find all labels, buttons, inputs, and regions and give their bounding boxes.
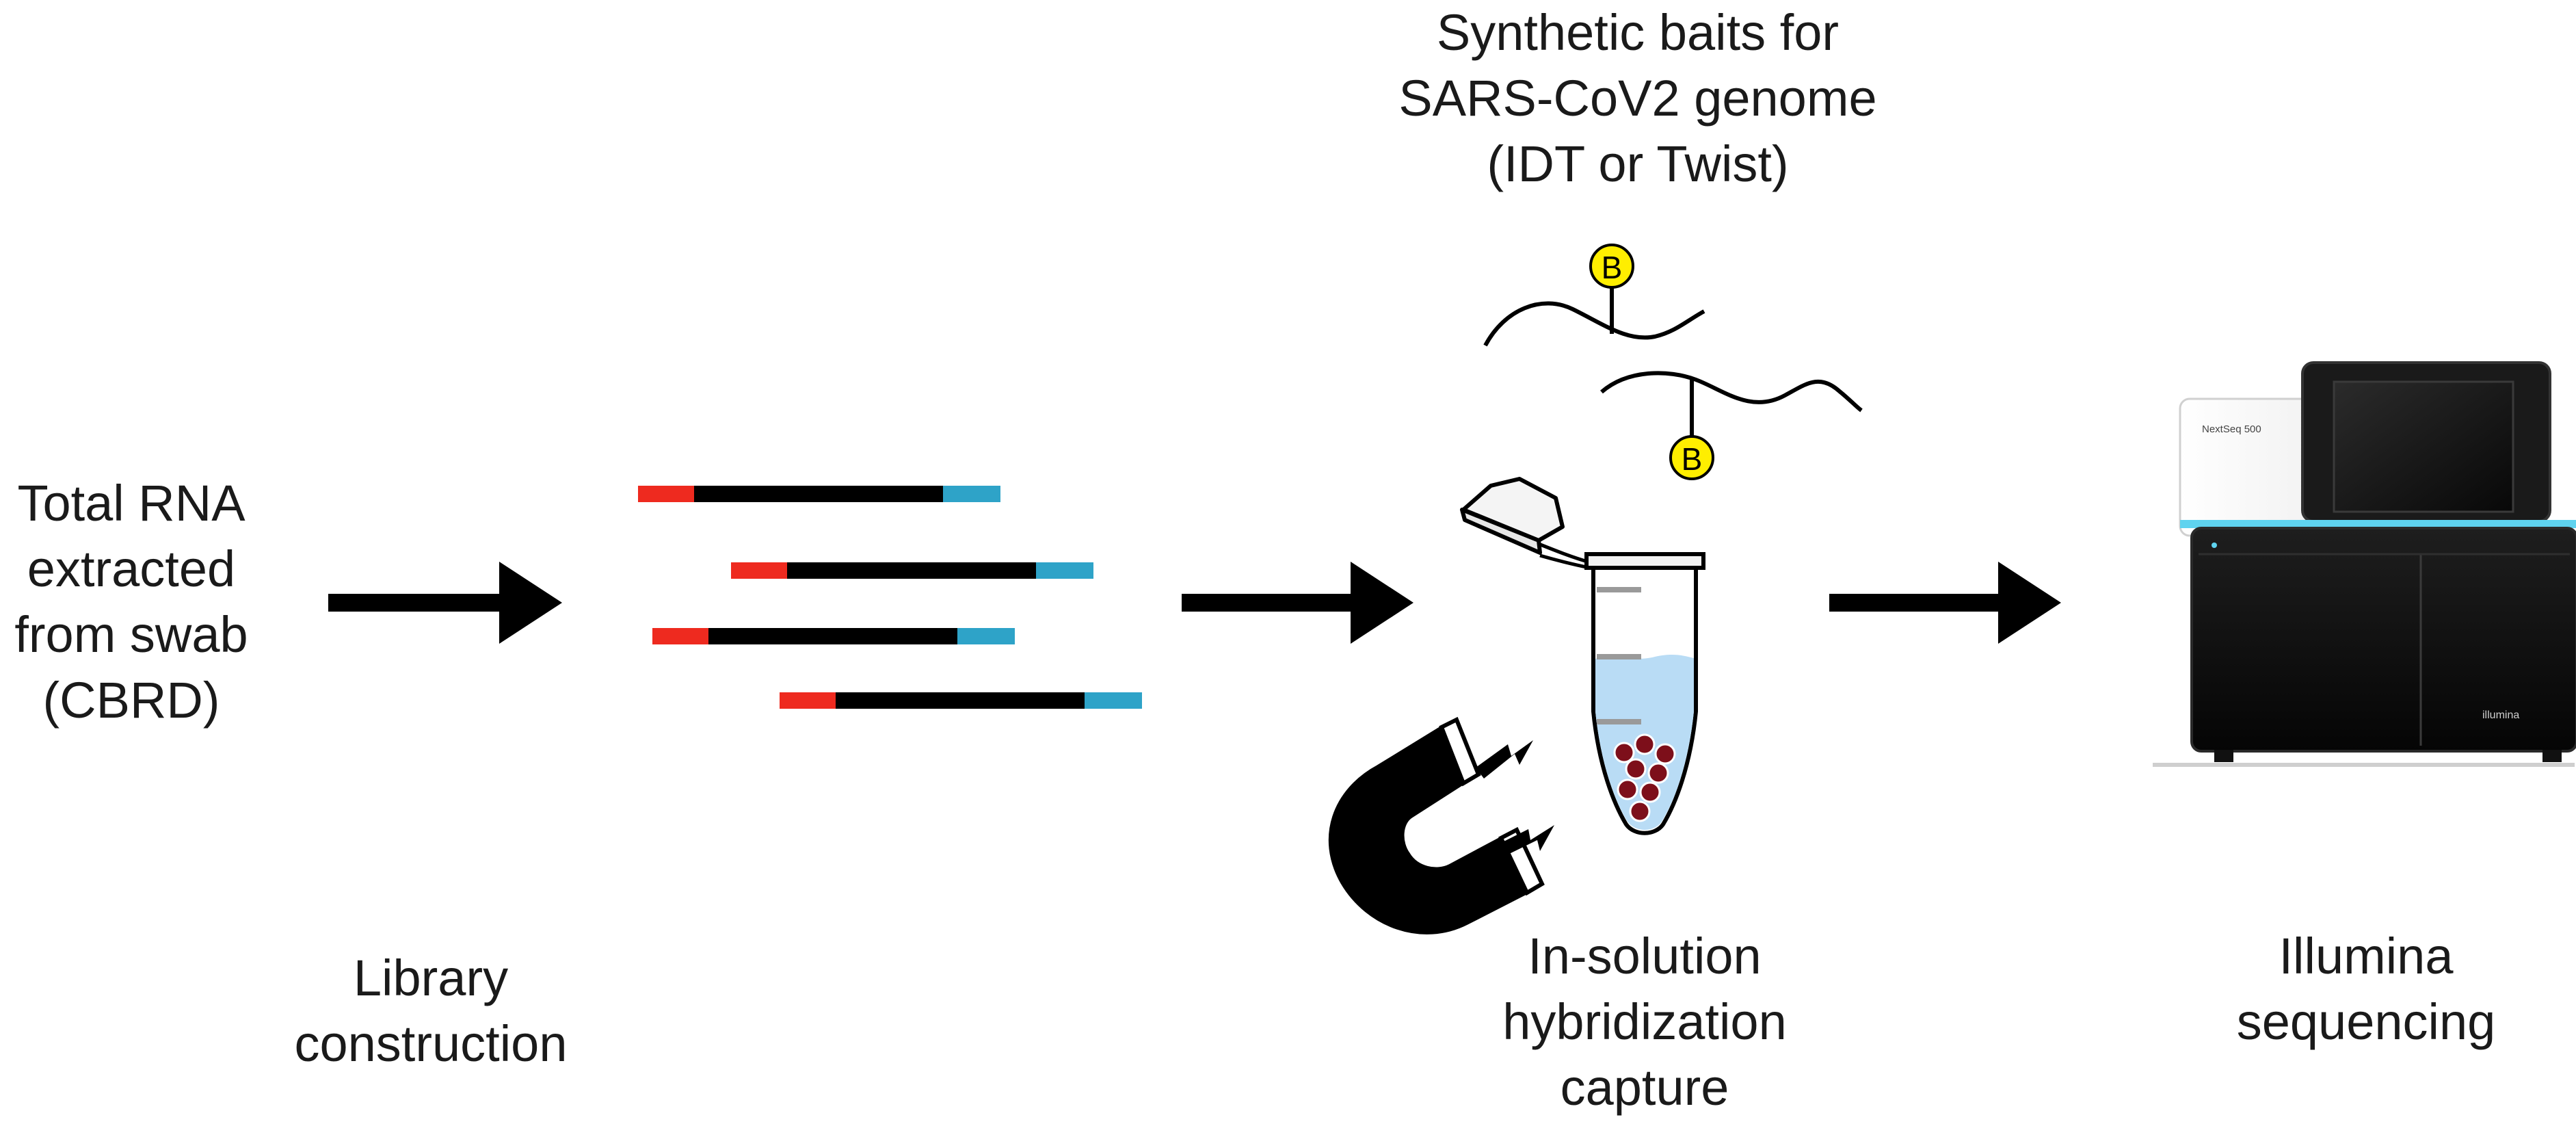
baits-label: Synthetic baits for SARS-CoV2 genome (ID… [1323, 0, 1952, 197]
source-label: Total RNA extracted from swab (CBRD) [1, 471, 261, 733]
baits-label-line-3: (IDT or Twist) [1487, 135, 1789, 192]
source-label-line-1: Total RNA [17, 475, 245, 532]
magnetic-beads [1613, 733, 1676, 822]
biotin-tag-2-label: B [1682, 441, 1703, 477]
arrow-1 [328, 562, 562, 644]
source-label-line-4: (CBRD) [42, 672, 220, 729]
sequencing-label: Illumina sequencing [2195, 924, 2537, 1055]
fragment-1 [638, 486, 1000, 502]
capture-label-line-2: hybridization [1502, 993, 1787, 1050]
sequencing-label-line-1: Illumina [2279, 928, 2454, 984]
fragment-3 [652, 628, 1015, 644]
instrument-brand-text: illumina [2482, 709, 2519, 721]
fragment-4 [780, 692, 1142, 709]
baits-label-line-2: SARS-CoV2 genome [1398, 70, 1877, 127]
bait-probe-2: B [1600, 371, 1863, 480]
magnet-icon [1328, 716, 1554, 935]
bait-probe-1: B [1483, 244, 1705, 347]
library-label-line-2: construction [294, 1015, 568, 1072]
source-label-line-3: from swab [14, 606, 248, 663]
illumina-sequencer-icon: NextSeq 500 illumina [2153, 361, 2576, 767]
library-fragments [638, 486, 1142, 709]
microcentrifuge-tube [1460, 477, 1705, 835]
instrument-model-text: NextSeq 500 [2202, 423, 2261, 435]
sequencing-label-line-2: sequencing [2236, 993, 2496, 1050]
source-label-line-2: extracted [27, 540, 236, 597]
biotin-tag-2 [1669, 435, 1714, 480]
library-label-line-1: Library [353, 950, 509, 1006]
library-label: Library construction [260, 945, 602, 1077]
capture-label-line-3: capture [1560, 1059, 1729, 1116]
biotin-tag-1 [1589, 244, 1634, 289]
capture-label-line-1: In-solution [1528, 928, 1762, 984]
biotin-tag-1-label: B [1602, 250, 1623, 285]
baits-label-line-1: Synthetic baits for [1436, 4, 1840, 61]
arrow-2 [1182, 562, 1413, 644]
fragment-2 [731, 562, 1093, 579]
capture-label: In-solution hybridization capture [1460, 924, 1829, 1121]
arrow-3 [1829, 562, 2061, 644]
